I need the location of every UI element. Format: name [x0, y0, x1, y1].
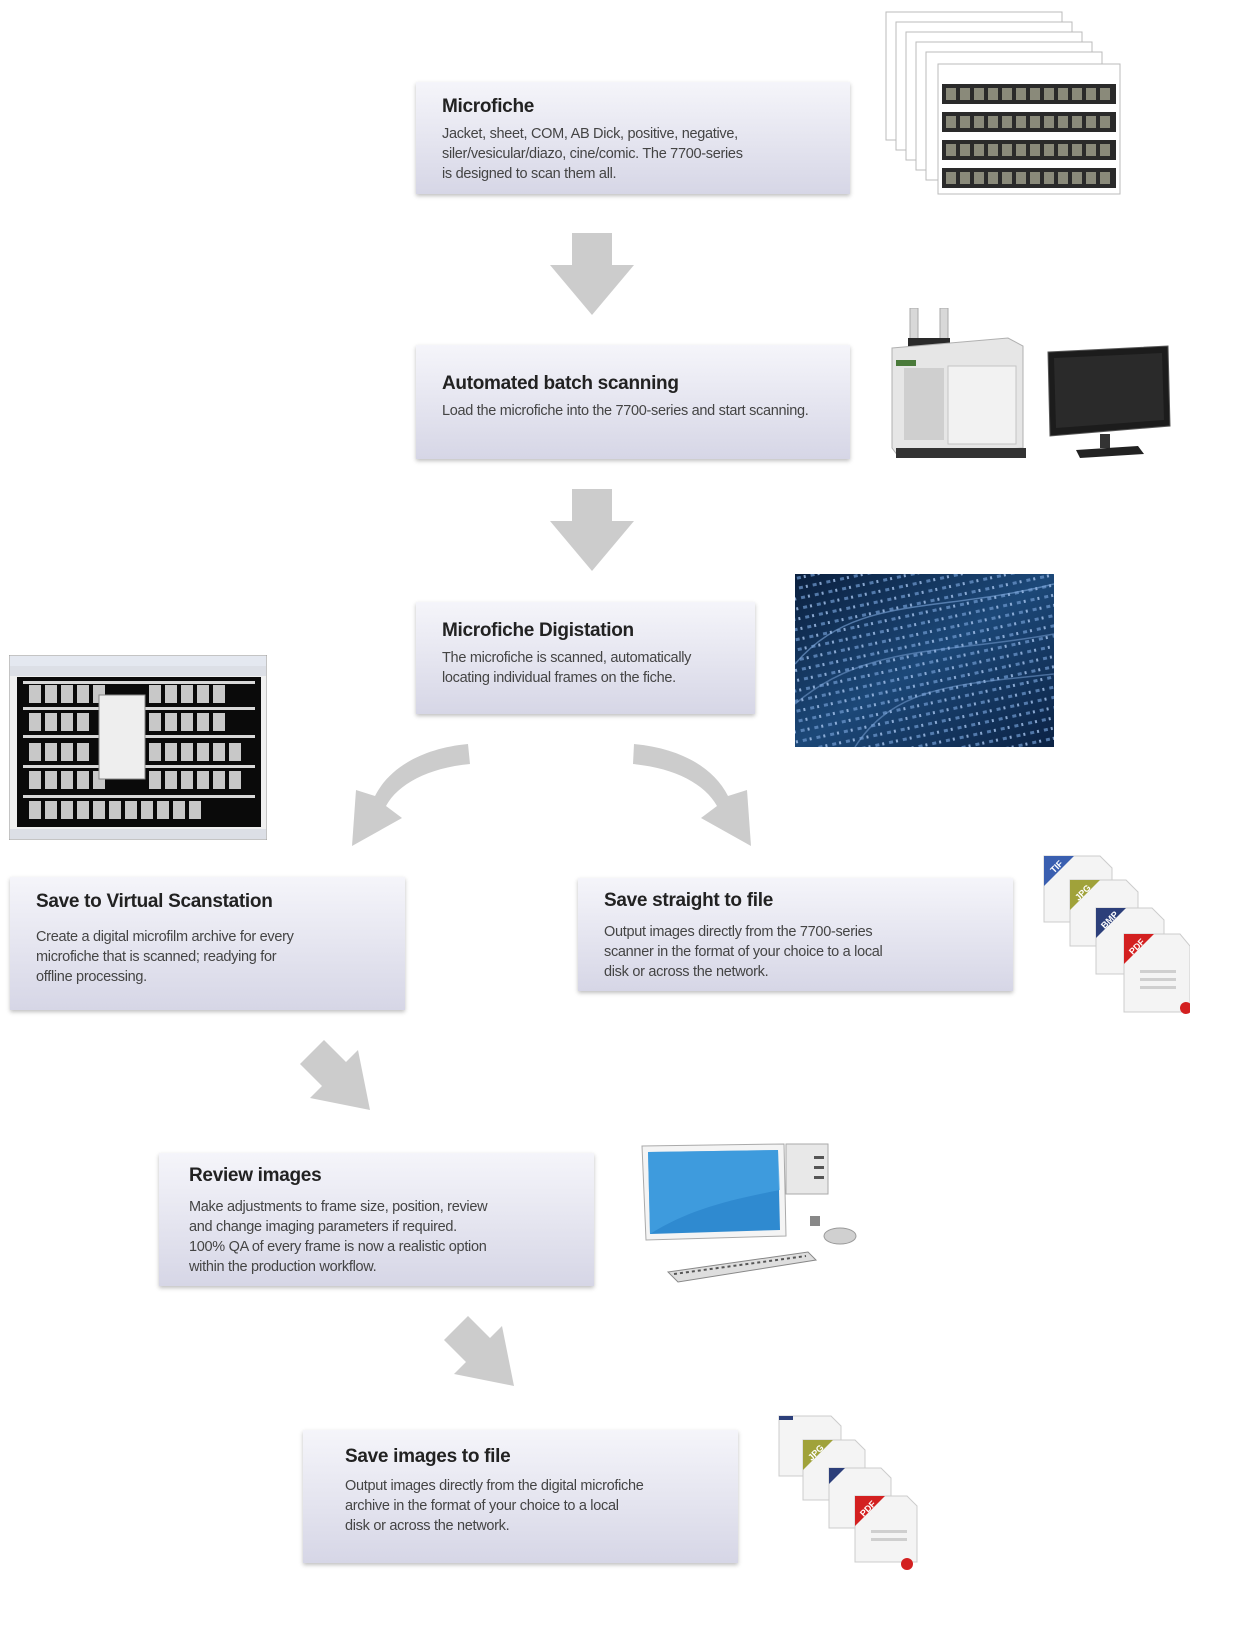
step-title: Save images to file: [345, 1446, 511, 1467]
step-microfiche: Microfiche Jacket, sheet, COM, AB Dick, …: [416, 82, 850, 194]
curved-arrow-left-icon: [352, 744, 470, 846]
step-text: Output images directly from the digital …: [345, 1478, 644, 1534]
diagonal-arrow-icon: [300, 1040, 370, 1110]
step-text: Output images directly from the 7700-ser…: [604, 924, 883, 980]
step-text: The microfiche is scanned, automatically…: [442, 650, 692, 686]
binary-code-image: [795, 574, 1054, 747]
step-text: Create a digital microfilm archive for e…: [36, 929, 294, 985]
diagonal-arrow-icon: [444, 1316, 514, 1386]
step-title: Save straight to file: [604, 890, 773, 911]
step-title: Review images: [189, 1165, 322, 1186]
step-automated-batch-scanning: Automated batch scanning Load the microf…: [416, 345, 850, 459]
step-title: Save to Virtual Scanstation: [36, 891, 273, 912]
step-title: Microfiche Digistation: [442, 620, 634, 641]
step-save-images-to-file: Save images to file Output images direct…: [303, 1430, 738, 1563]
step-text: Make adjustments to frame size, position…: [189, 1199, 488, 1275]
down-arrow-icon: [550, 233, 634, 315]
step-save-to-virtual-scanstation: Save to Virtual Scanstation Create a dig…: [10, 877, 405, 1010]
step-text: Jacket, sheet, COM, AB Dick, positive, n…: [442, 126, 743, 182]
scanstation-screenshot: [9, 655, 267, 840]
desktop-computer-image: [641, 1143, 857, 1283]
step-text: Load the microfiche into the 7700-series…: [442, 403, 809, 419]
step-title: Microfiche: [442, 96, 535, 117]
step-title: Automated batch scanning: [442, 373, 679, 394]
microfiche-stack-image: [885, 11, 1121, 195]
step-review-images: Review images Make adjustments to frame …: [159, 1153, 594, 1286]
curved-arrow-right-icon: [633, 744, 751, 846]
scanner-and-monitor-image: [891, 308, 1171, 458]
file-format-icons: JPG PDF: [778, 1415, 918, 1570]
file-format-icons: TIF JPG BMP PDF: [1043, 855, 1190, 1014]
down-arrow-icon: [550, 489, 634, 571]
step-microfiche-digistation: Microfiche Digistation The microfiche is…: [416, 602, 755, 714]
step-save-straight-to-file: Save straight to file Output images dire…: [578, 878, 1013, 991]
